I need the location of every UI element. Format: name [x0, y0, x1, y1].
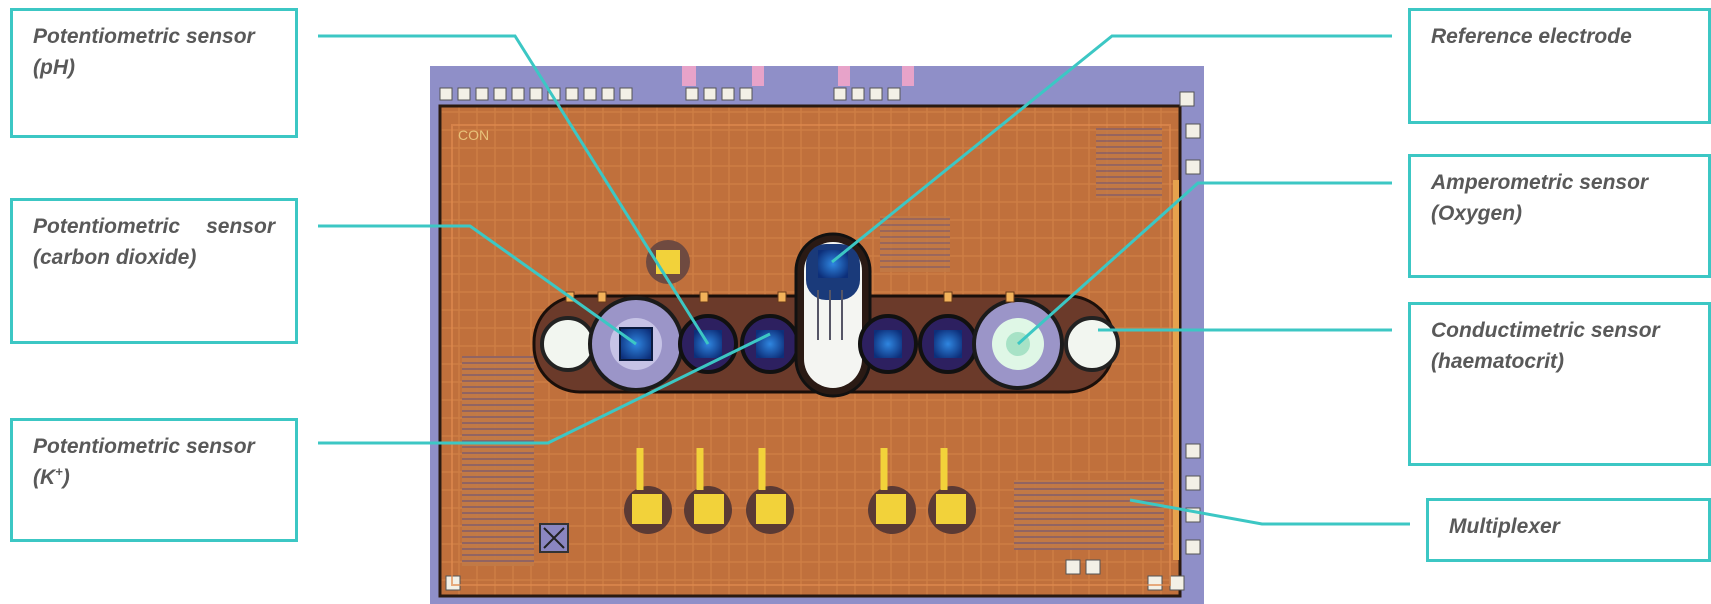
- mid-circuit-block: [880, 216, 950, 272]
- callout-multiplexer: Multiplexer: [1426, 498, 1711, 562]
- sensor-haematocrit: [1066, 318, 1118, 370]
- right-circuit-block-top: [1096, 128, 1162, 198]
- label-ph: Potentiometric sensor (pH): [33, 21, 275, 83]
- callout-k: Potentiometric sensor (K+): [10, 418, 298, 542]
- label-reference: Reference electrode: [1431, 21, 1688, 52]
- callout-haematocrit: Conductimetric sensor (haematocrit): [1408, 302, 1711, 466]
- label-k: Potentiometric sensor (K+): [33, 431, 275, 493]
- callout-oxygen: Amperometric sensor (Oxygen): [1408, 154, 1711, 278]
- sensor-k: [756, 330, 784, 358]
- test-pad: [656, 250, 680, 274]
- sensor-co2: [620, 328, 652, 360]
- multiplexer-block: [1014, 480, 1164, 550]
- label-k-sup: +: [55, 464, 63, 479]
- sensor-blue-6: [934, 330, 962, 358]
- label-oxygen: Amperometric sensor (Oxygen): [1431, 167, 1688, 229]
- label-haematocrit: Conductimetric sensor (haematocrit): [1431, 315, 1688, 377]
- sensor-oxygen-core: [1006, 332, 1030, 356]
- callout-reference: Reference electrode: [1408, 8, 1711, 124]
- sensor-ph: [694, 330, 722, 358]
- die-marking: CON: [458, 127, 489, 143]
- label-co2: Potentiometric sensor (carbon dioxide): [33, 211, 275, 273]
- left-circuit-block: [462, 356, 534, 566]
- label-k-suffix: ): [63, 466, 70, 489]
- reference-electrode: [818, 250, 848, 278]
- sensor-white-left: [542, 318, 594, 370]
- callout-co2: Potentiometric sensor (carbon dioxide): [10, 198, 298, 344]
- sensor-blue-5: [874, 330, 902, 358]
- callout-ph: Potentiometric sensor (pH): [10, 8, 298, 138]
- label-multiplexer: Multiplexer: [1449, 511, 1688, 542]
